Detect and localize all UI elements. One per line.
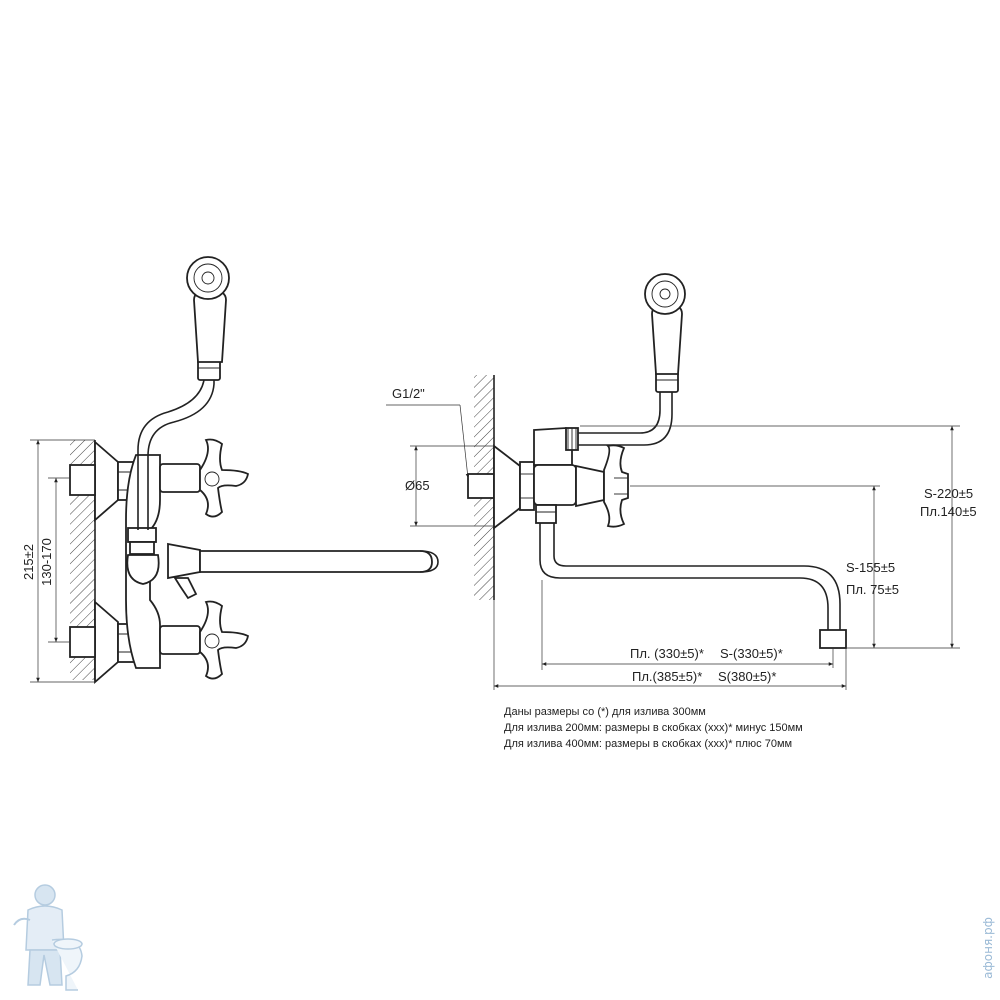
note-line-2: Для излива 200мм: размеры в скобках (ххх… <box>504 722 803 734</box>
dim-s-330: S-(330±5)* <box>720 646 783 661</box>
dim-s-155: S-155±5 <box>846 560 895 575</box>
side-connector <box>467 444 535 530</box>
dim-s-220: S-220±5 <box>924 486 973 501</box>
side-shower-head-icon <box>644 273 686 315</box>
dim-height-total: 215±2 <box>21 544 36 580</box>
side-shower-hose <box>578 273 686 446</box>
side-view: G1/2" Ø65 S-220±5 Пл.140±5 S-155±5 Пл. 7… <box>386 273 977 690</box>
front-dimensions: 215±2 130-170 <box>21 439 95 683</box>
side-mixer-body <box>533 427 605 524</box>
dim-pl-385: Пл.(385±5)* <box>632 669 702 684</box>
dim-s-380: S(380±5)* <box>718 669 776 684</box>
front-shower-head-icon <box>186 256 230 300</box>
note-line-1: Даны размеры со (*) для излива 300мм <box>504 706 706 718</box>
front-diverter <box>126 527 160 585</box>
dim-right-verticals: S-220±5 Пл.140±5 S-155±5 Пл. 75±5 <box>580 425 977 649</box>
front-spout <box>167 542 439 600</box>
dim-pl-75: Пл. 75±5 <box>846 582 899 597</box>
dim-thread-leader: G1/2" <box>386 386 470 479</box>
note-line-3: Для излива 400мм: размеры в скобках (ххх… <box>504 738 792 750</box>
dim-pl-140: Пл.140±5 <box>920 504 977 519</box>
front-top-handle <box>159 438 250 518</box>
dim-horizontals: Пл. (330±5)* S-(330±5)* Пл.(385±5)* S(38… <box>493 580 847 690</box>
front-view: 215±2 130-170 <box>21 256 439 684</box>
plumber-mascot-icon <box>13 884 83 991</box>
dim-thread: G1/2" <box>392 386 425 401</box>
side-handle <box>603 444 629 528</box>
watermark-text: афоня.рф <box>981 917 995 979</box>
dim-pl-330: Пл. (330±5)* <box>630 646 704 661</box>
dim-height-range: 130-170 <box>39 538 54 586</box>
dim-diameter: Ø65 <box>405 478 430 493</box>
front-shower-hose <box>137 256 230 530</box>
side-spout <box>539 523 847 649</box>
dim-diameter-group: Ø65 <box>405 445 494 527</box>
front-bottom-handle <box>159 600 250 680</box>
notes: Даны размеры со (*) для излива 300мм Для… <box>504 706 803 750</box>
